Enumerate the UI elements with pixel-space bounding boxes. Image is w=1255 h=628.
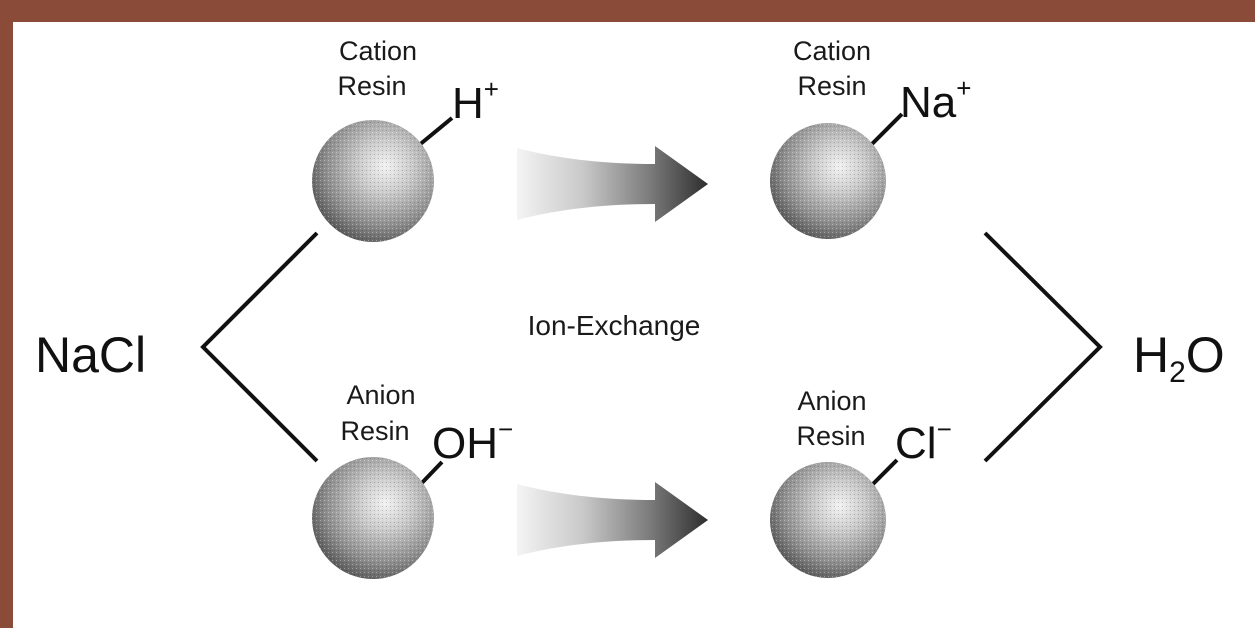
cation-resin-na-bead: Cation Resin Na+ bbox=[770, 36, 971, 239]
ion-label: OH− bbox=[432, 414, 513, 468]
anion-resin-cl-bead: Anion Resin Cl− bbox=[770, 386, 952, 578]
resin-sphere-texture bbox=[312, 457, 434, 579]
right-compound-suffix: O bbox=[1186, 327, 1225, 383]
ion-symbol: Cl bbox=[895, 419, 937, 468]
resin-sphere-texture bbox=[770, 123, 886, 239]
bond-line bbox=[868, 112, 904, 148]
resin-label-line1: Anion bbox=[346, 380, 415, 410]
resin-label-line2: Resin bbox=[796, 421, 865, 451]
exchange-arrow-bottom bbox=[517, 482, 708, 558]
resin-label-line2: Resin bbox=[797, 71, 866, 101]
ion-symbol: Na bbox=[900, 78, 957, 127]
ion-charge: − bbox=[498, 414, 513, 444]
resin-label-line2: Resin bbox=[337, 71, 406, 101]
ion-label: H+ bbox=[452, 74, 499, 128]
exchange-arrow-top bbox=[517, 146, 708, 222]
right-compound-label: H2O bbox=[1133, 327, 1225, 389]
ion-label: Cl− bbox=[895, 414, 952, 468]
cation-resin-h-bead: Cation Resin H+ bbox=[312, 36, 499, 242]
ion-charge: + bbox=[484, 74, 499, 104]
left-compound-label: NaCl bbox=[35, 327, 146, 383]
resin-label-line1: Cation bbox=[339, 36, 417, 66]
left-branch-lines bbox=[200, 231, 319, 463]
right-compound-subscript: 2 bbox=[1169, 356, 1186, 389]
resin-sphere-texture bbox=[312, 120, 434, 242]
center-label: Ion-Exchange bbox=[528, 310, 701, 341]
resin-sphere-texture bbox=[770, 462, 886, 578]
bond-line bbox=[868, 458, 899, 489]
ion-symbol: H bbox=[452, 79, 484, 128]
ion-symbol: OH bbox=[432, 419, 498, 468]
ion-charge: − bbox=[937, 414, 952, 444]
ion-charge: + bbox=[956, 73, 971, 103]
resin-label-line1: Anion bbox=[797, 386, 866, 416]
resin-label-line1: Cation bbox=[793, 36, 871, 66]
anion-resin-oh-bead: Anion Resin OH− bbox=[312, 380, 513, 579]
resin-label-line2: Resin bbox=[340, 416, 409, 446]
bond-line bbox=[416, 116, 454, 148]
right-compound-main: H bbox=[1133, 327, 1169, 383]
ion-label: Na+ bbox=[900, 73, 971, 127]
right-branch-lines bbox=[983, 231, 1103, 463]
